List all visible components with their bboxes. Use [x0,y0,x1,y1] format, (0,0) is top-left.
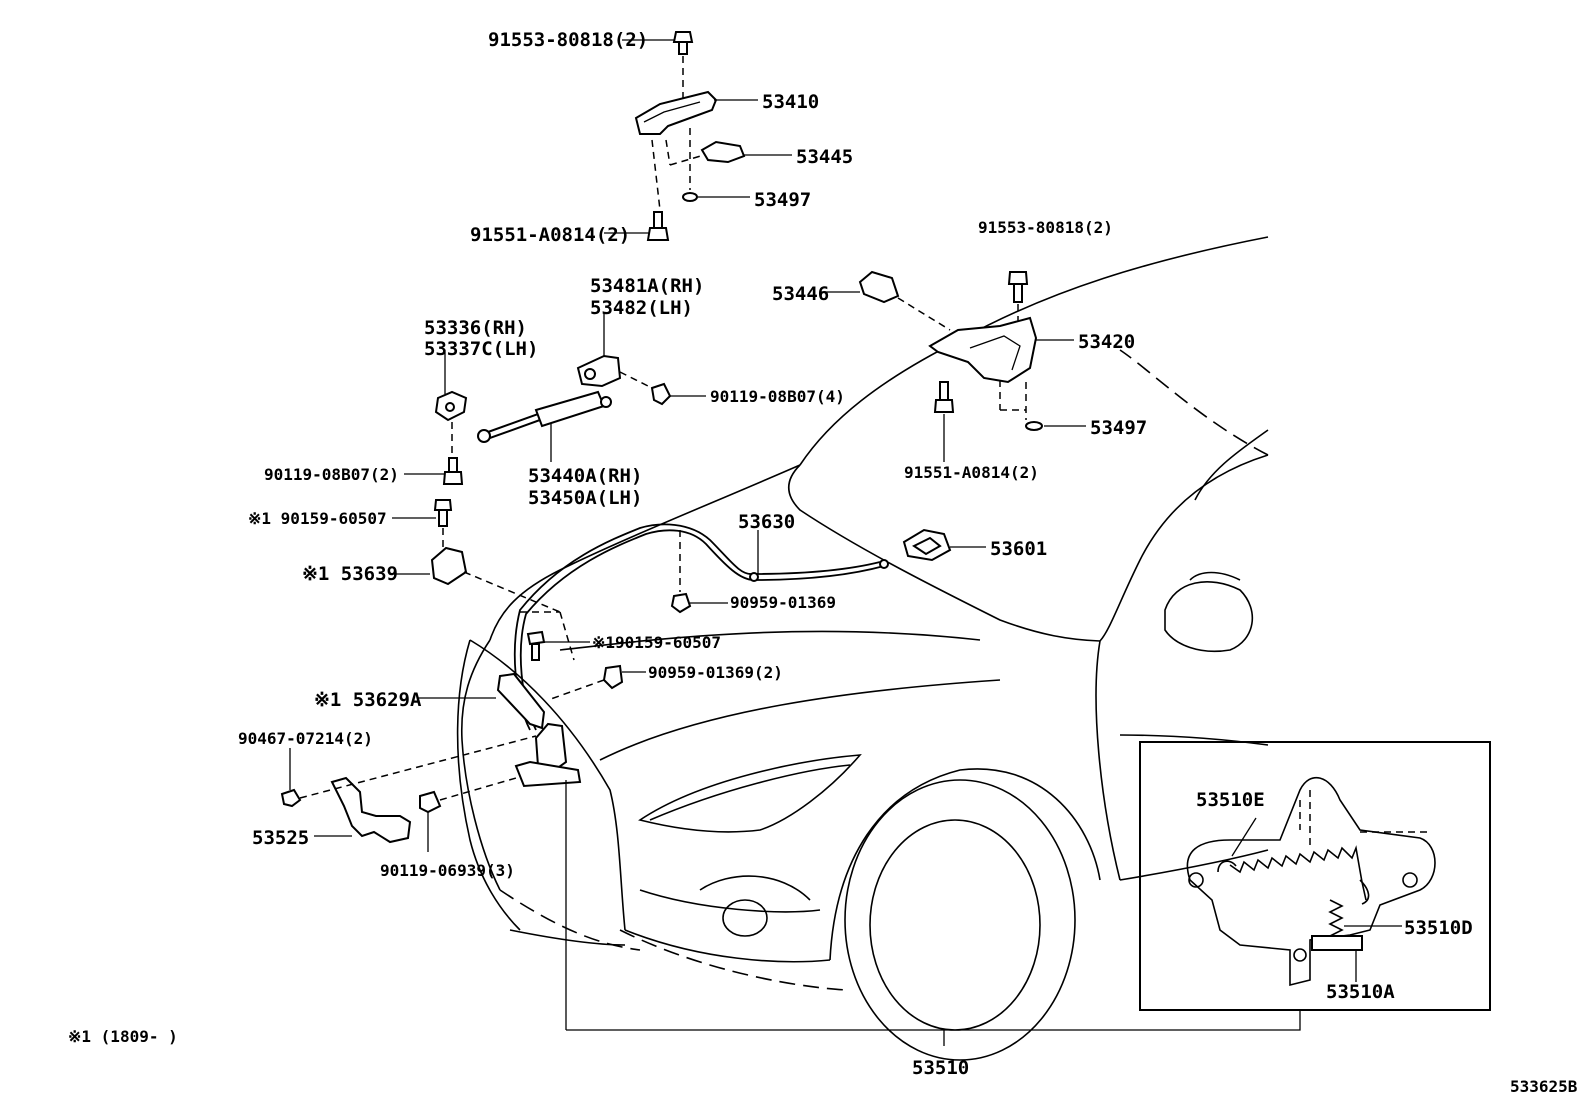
bolt-91553-80818-right [1007,271,1029,303]
label-91551-a0814-top: 91551-A0814(2) [470,224,630,246]
bolt-91551-a0814-top [646,211,670,241]
bolt-90467-07214 [280,788,302,808]
hood-stay-group [404,312,706,485]
label-53445: 53445 [796,146,853,168]
label-53630: 53630 [738,511,795,533]
bolt-90119-08b07-4 [650,382,672,406]
callout-labels: 91553-80818(2) 53410 53445 53497 91551-A… [68,29,1578,1096]
label-53601: 53601 [990,538,1047,560]
label-53481a: 53481A(RH) [590,275,704,297]
hinge-assembly-rh [604,31,792,241]
label-53510d: 53510D [1404,917,1473,939]
label-53482: 53482(LH) [590,297,693,319]
hinge-53420 [928,316,1038,384]
washer-53497-right [1025,421,1043,431]
label-53446: 53446 [772,283,829,305]
label-53420: 53420 [1078,331,1135,353]
label-90119-08b07-4: 90119-08B07(4) [710,387,845,406]
clip-90959-01369 [670,592,692,614]
label-53497-top: 53497 [754,189,811,211]
label-90959-01369: 90959-01369 [730,593,836,612]
footnote: ※1 (1809- ) [68,1027,178,1046]
cover-53445 [700,140,746,164]
diagram-code: 533625B [1510,1077,1578,1096]
block-53510a [1311,935,1363,951]
label-53525: 53525 [252,827,309,849]
label-91553-80818-top: 91553-80818(2) [488,29,648,51]
car-body-outline [456,236,1269,1061]
label-53440a: 53440A(RH) [528,465,642,487]
bolt-90159-60507-a [433,499,453,527]
bracket-53481a [576,354,622,388]
label-91551-a0814-right: 91551-A0814(2) [904,463,1039,482]
label-90159-60507-b: ※190159-60507 [592,633,721,652]
label-90159-60507-a: ※1 90159-60507 [248,509,387,528]
latch-area-left [392,499,575,661]
bolt-90119-08b07-2 [442,457,464,485]
label-90119-08b07-2: 90119-08B07(2) [264,465,399,484]
cover-53446 [858,270,900,304]
label-53450a: 53450A(LH) [528,487,642,509]
bolt-90119-06939 [419,790,442,814]
spring-53510e [1229,845,1367,901]
hinge-assembly-lh [820,270,1086,462]
bolt-90159-60507-b [526,630,546,661]
hood-release-cable-53630 [513,523,889,731]
label-90119-06939: 90119-06939(3) [380,861,515,880]
inset-detail-box [1139,741,1491,1011]
lower-latch-area [280,630,646,1030]
hinge-53410 [634,90,718,135]
leader-53510 [566,1010,1301,1031]
bolt-91551-a0814-right [933,381,955,413]
label-53497-right: 53497 [1090,417,1147,439]
label-53410: 53410 [762,91,819,113]
bolt-91553-80818-top [672,31,694,55]
label-53510e: 53510E [1196,789,1265,811]
clip-90959-01369-2 [602,664,624,690]
label-53336: 53336(RH) [424,317,527,339]
label-90467-07214: 90467-07214(2) [238,729,373,748]
washer-53497-top [682,192,698,202]
label-90959-01369-2: 90959-01369(2) [648,663,783,682]
gas-strut-53440a [477,390,612,443]
label-53639: ※1 53639 [302,563,398,585]
bracket-53525 [330,776,412,844]
release-handle-53601 [902,528,952,562]
label-53629a: ※1 53629A [314,689,422,711]
bracket-53639 [430,546,468,586]
label-53510a: 53510A [1326,981,1395,1003]
label-91553-80818-right: 91553-80818(2) [978,218,1113,237]
label-53337c: 53337C(LH) [424,338,538,360]
label-53510: 53510 [912,1057,969,1079]
bracket-53629a [496,672,546,730]
